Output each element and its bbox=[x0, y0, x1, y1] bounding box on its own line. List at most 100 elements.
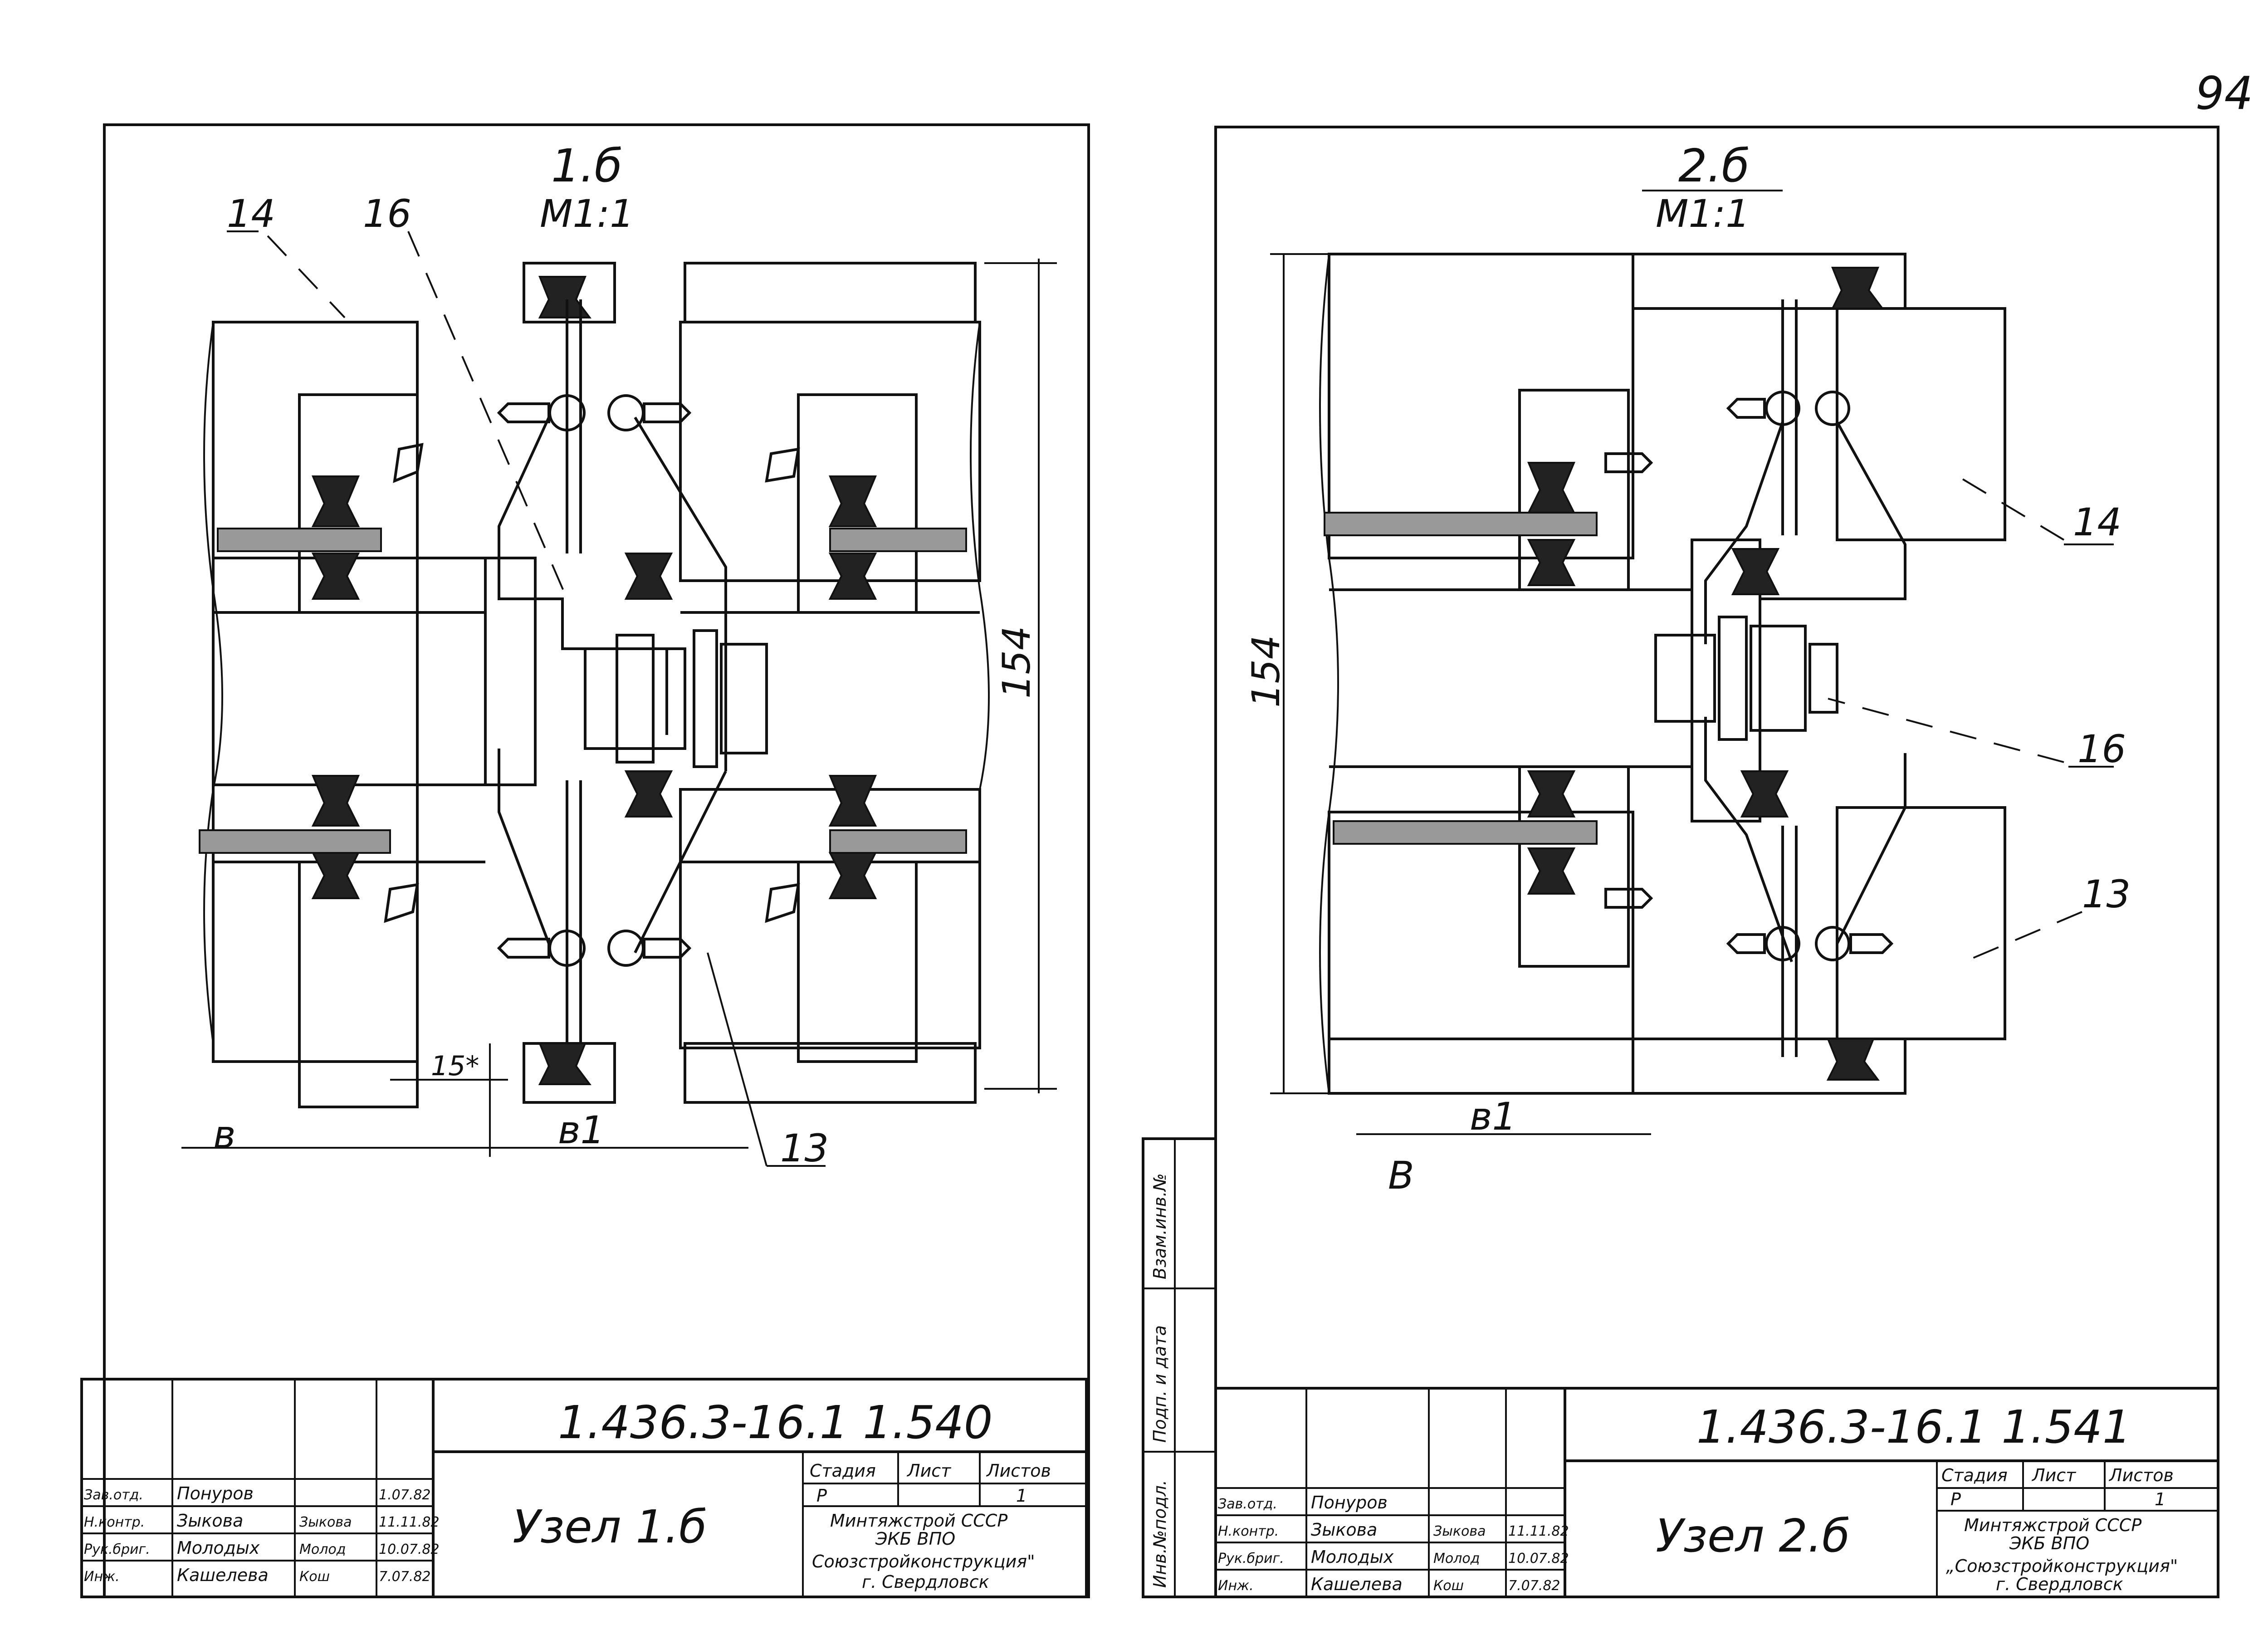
tb-date: 7.07.82 bbox=[379, 1569, 431, 1585]
tb-date: 10.07.82 bbox=[1508, 1551, 1569, 1567]
panel-upper-inner bbox=[1518, 389, 1630, 591]
tb-sign: Зыкова bbox=[1433, 1523, 1486, 1539]
tb-name: Понуров bbox=[177, 1483, 254, 1503]
right-pins bbox=[1604, 391, 1894, 961]
bolt-washer bbox=[616, 634, 655, 764]
gasket bbox=[1527, 770, 1576, 818]
side-label: Взам.инв.№ bbox=[1150, 1173, 1170, 1279]
left-glass-upper bbox=[217, 528, 382, 552]
left-org3: Союзстройконструкция" bbox=[812, 1552, 1035, 1571]
right-node-name: Узел 2.б bbox=[1656, 1509, 1850, 1562]
right-panels bbox=[1319, 253, 2006, 1095]
panel-lower bbox=[1328, 811, 1634, 1095]
right-glass-upper bbox=[829, 528, 967, 552]
tb-role: Зав.отд. bbox=[84, 1487, 143, 1503]
side-stamp-frame bbox=[1142, 1137, 1217, 1598]
side-label: Инв.№подл. bbox=[1150, 1480, 1170, 1588]
tb-role: Рук.бриг. bbox=[84, 1542, 150, 1557]
clip bbox=[765, 883, 800, 923]
tb-name: Кашелева bbox=[177, 1565, 269, 1585]
gasket bbox=[1826, 1038, 1880, 1081]
left-panels bbox=[203, 262, 990, 1108]
bolt-end bbox=[1809, 643, 1838, 714]
left-callout-16-leader bbox=[407, 231, 568, 599]
panel-upper bbox=[1328, 253, 1634, 559]
glass-lower bbox=[1333, 820, 1598, 845]
tb-sign: Кош bbox=[299, 1569, 330, 1585]
top-cap-left bbox=[523, 262, 616, 323]
right-title-block: 1.436.3-16.1 1.541 Узел 2.б Стадия Лист … bbox=[1214, 1387, 2219, 1598]
right-break-line bbox=[970, 322, 990, 790]
gasket bbox=[538, 1043, 591, 1085]
left-org4: г. Свердловск bbox=[862, 1572, 989, 1592]
right-title-block-frame bbox=[1214, 1387, 2219, 1598]
right-callout-13-leader bbox=[1964, 911, 2082, 963]
right-callout-16: 16 bbox=[2077, 727, 2126, 771]
gasket bbox=[1527, 539, 1576, 586]
left-frame bbox=[103, 123, 1090, 1598]
bottom-cap-right bbox=[684, 1042, 977, 1104]
tb-name: Молодых bbox=[1311, 1547, 1394, 1567]
left-callout-13-leader bbox=[707, 952, 767, 1166]
left-title-block: 1.436.3-16.1 1.540 Узел 1.б Стадия Лист … bbox=[80, 1378, 1088, 1598]
tb-name: Кашелева bbox=[1311, 1574, 1403, 1594]
bolt-nut bbox=[720, 643, 768, 754]
left-stage-h: Стадия bbox=[810, 1461, 876, 1481]
gasket bbox=[1527, 847, 1576, 895]
left-doc-code: 1.436.3-16.1 1.540 bbox=[558, 1396, 993, 1449]
side-label: Подп. и дата bbox=[1150, 1325, 1170, 1443]
tb-sign: Молод bbox=[299, 1542, 346, 1557]
left-upper-bracket-right bbox=[634, 416, 727, 771]
bolt-plate bbox=[693, 629, 718, 768]
screw bbox=[1604, 888, 1653, 909]
right-org1: Минтяжстрой СССР bbox=[1964, 1515, 2141, 1535]
screw bbox=[1604, 452, 1653, 473]
pin bbox=[1815, 926, 1850, 961]
clip bbox=[765, 447, 800, 483]
right-callout-14: 14 bbox=[2073, 500, 2121, 544]
top-cap-right bbox=[684, 262, 977, 323]
left-upper-bracket bbox=[498, 299, 668, 735]
right-break-line bbox=[1319, 254, 1339, 1094]
left-lower-bracket bbox=[498, 749, 727, 1043]
tb-sign: Молод bbox=[1433, 1551, 1480, 1567]
right-callout-16-leader bbox=[1828, 698, 2064, 763]
bolt-washer bbox=[1718, 616, 1748, 741]
left-org2: ЭКБ ВПО bbox=[875, 1529, 955, 1549]
gasket bbox=[311, 553, 360, 600]
tb-name: Зыкова bbox=[1311, 1520, 1377, 1540]
right-sheets-h: Листов bbox=[2108, 1465, 2174, 1485]
right-panel-lower bbox=[679, 788, 981, 1049]
gasket bbox=[828, 553, 877, 600]
screw bbox=[643, 938, 692, 959]
tb-role: Инж. bbox=[84, 1569, 120, 1585]
screw bbox=[643, 402, 692, 423]
gasket bbox=[828, 475, 877, 527]
right-scale: М1:1 bbox=[1656, 191, 1750, 236]
right-side-stamp: Взам.инв.№ Подп. и дата Инв.№подл. bbox=[1142, 1137, 1217, 1598]
left-org1: Минтяжстрой СССР bbox=[830, 1511, 1007, 1531]
left-scale: М1:1 bbox=[540, 191, 634, 236]
left-center-block bbox=[484, 557, 537, 786]
screw bbox=[497, 938, 550, 959]
left-callout-13: 13 bbox=[780, 1126, 829, 1170]
left-title-block-frame bbox=[80, 1378, 1088, 1598]
pin bbox=[1765, 926, 1800, 961]
gasket bbox=[828, 775, 877, 827]
left-dim-15: 15* bbox=[431, 1050, 479, 1082]
tb-name: Понуров bbox=[1311, 1493, 1388, 1513]
right-stage-h: Стадия bbox=[1941, 1465, 2008, 1485]
gasket bbox=[1831, 267, 1884, 309]
right-sheet-h: Лист bbox=[2031, 1465, 2077, 1485]
panel-bottom-cap bbox=[1328, 1038, 1906, 1095]
gasket bbox=[1527, 462, 1576, 514]
left-panel-upper-inner bbox=[298, 393, 419, 614]
gasket bbox=[538, 276, 591, 318]
left-node-name: Узел 1.б bbox=[513, 1500, 707, 1553]
right-org4: г. Свердловск bbox=[1996, 1574, 2123, 1594]
right-frame bbox=[1142, 126, 2219, 1598]
pin bbox=[1765, 391, 1800, 426]
tb-role: Инж. bbox=[1218, 1578, 1254, 1594]
right-dim-154: 154 bbox=[1244, 635, 1288, 708]
bolt-nut bbox=[1750, 625, 1807, 732]
